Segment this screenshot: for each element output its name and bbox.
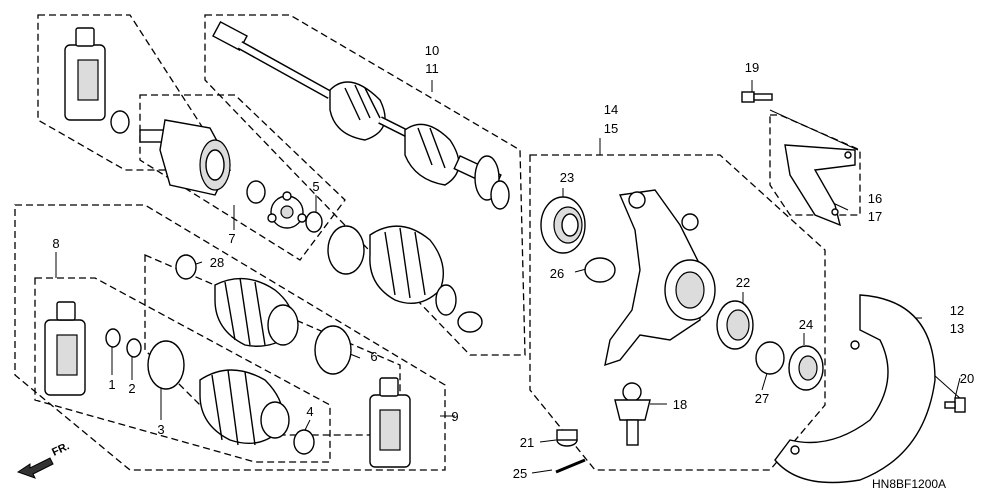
callout-7: 7	[228, 231, 235, 246]
callout-2: 2	[128, 381, 135, 396]
circlip-1	[105, 328, 121, 348]
callout-15: 15	[604, 121, 618, 136]
ball-joint-18	[614, 382, 651, 446]
callout-4: 4	[306, 404, 313, 419]
band-28	[175, 254, 197, 280]
knuckle	[604, 189, 716, 367]
callout-numbers: 10 11 5 7 8 28 6 9 1 2 3 4 14 15 23 26 2…	[52, 43, 974, 481]
snap-ring-7	[246, 180, 266, 204]
group-box-16-17	[769, 114, 861, 216]
spider-bearing	[267, 191, 307, 229]
bolt-19	[741, 91, 773, 103]
bearing-23	[540, 196, 586, 254]
callout-14: 14	[604, 102, 618, 117]
grease-bottle-left	[44, 301, 86, 396]
group-box-10-11	[204, 14, 526, 356]
circlip-top	[110, 110, 130, 134]
callout-26: 26	[550, 266, 564, 281]
callout-16: 16	[868, 191, 882, 206]
callout-13: 13	[950, 321, 964, 336]
circlip-27	[755, 341, 785, 375]
boot-lower	[199, 369, 290, 446]
callout-12: 12	[950, 303, 964, 318]
callout-18: 18	[673, 397, 687, 412]
group-box-14-15	[529, 154, 826, 471]
bearing-22	[716, 300, 754, 350]
callout-17: 17	[868, 209, 882, 224]
group-box-8	[34, 277, 331, 463]
callout-27: 27	[755, 391, 769, 406]
group-box-inner-6	[144, 254, 401, 436]
band-6	[314, 325, 352, 375]
callout-3: 3	[157, 422, 164, 437]
snap-ring-26	[584, 257, 616, 283]
callout-22: 22	[736, 275, 750, 290]
drive-shaft-assembly	[212, 20, 510, 210]
callout-23: 23	[560, 170, 574, 185]
callout-10: 10	[425, 43, 439, 58]
boot-middle	[214, 277, 299, 347]
band-3	[147, 340, 185, 390]
ring-2	[126, 338, 142, 358]
callout-21: 21	[520, 435, 534, 450]
callout-5: 5	[312, 179, 319, 194]
bracket-16-17	[784, 144, 856, 227]
group-box-9	[14, 204, 446, 471]
front-direction-label: FR.	[50, 440, 71, 458]
callout-6: 6	[370, 349, 377, 364]
front-direction-arrow: FR.	[16, 440, 71, 479]
group-box-7	[37, 14, 232, 171]
cotter-pin-25	[555, 458, 586, 474]
callout-1: 1	[108, 377, 115, 392]
callout-9: 9	[451, 409, 458, 424]
callout-8: 8	[52, 236, 59, 251]
diagram-code: HN8BF1200A	[872, 477, 946, 491]
band-4	[293, 429, 315, 455]
callout-11: 11	[425, 61, 439, 76]
boot-upper	[327, 225, 483, 333]
seal-24	[788, 345, 824, 391]
callout-28: 28	[210, 255, 224, 270]
group-box-5	[139, 94, 346, 261]
callout-25: 25	[513, 466, 527, 481]
callout-20: 20	[960, 371, 974, 386]
ring-5	[305, 211, 323, 233]
grease-bottle-top	[64, 27, 106, 121]
callout-24: 24	[799, 317, 813, 332]
disc-cover	[774, 294, 936, 484]
bolt-20	[944, 397, 966, 413]
castle-nut-21	[556, 429, 578, 447]
inboard-joint	[139, 119, 231, 196]
callout-19: 19	[745, 60, 759, 75]
grease-bottle-right	[369, 377, 411, 468]
